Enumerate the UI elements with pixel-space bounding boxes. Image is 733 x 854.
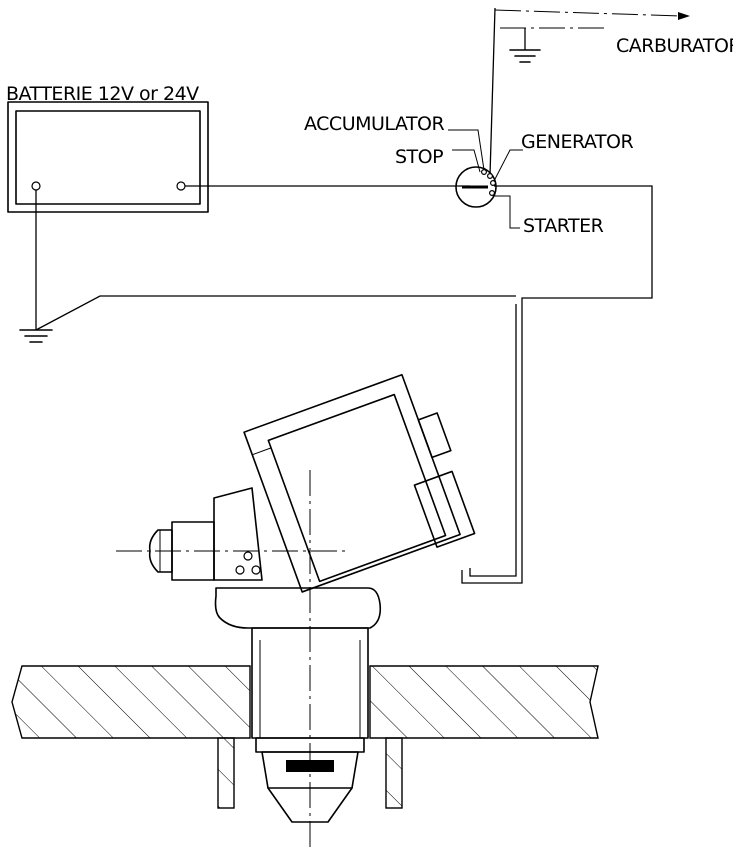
battery <box>7 101 209 213</box>
battery-label: BATTERIE 12V or 24V <box>6 83 199 105</box>
stop-label: STOP <box>395 146 443 168</box>
battery-positive-terminal <box>176 181 186 191</box>
starter-label: STARTER <box>523 215 604 237</box>
accumulator-label: ACCUMULATOR <box>304 113 445 135</box>
mounting-plate <box>11 665 599 809</box>
carburator-label: CARBURATOR <box>616 35 733 57</box>
battery-ground <box>19 190 53 343</box>
battery-negative-terminal <box>31 181 41 191</box>
sensor-body <box>148 373 476 823</box>
generator-label: GENERATOR <box>521 131 633 153</box>
ignition-switch <box>448 129 523 229</box>
wiring <box>35 7 690 584</box>
